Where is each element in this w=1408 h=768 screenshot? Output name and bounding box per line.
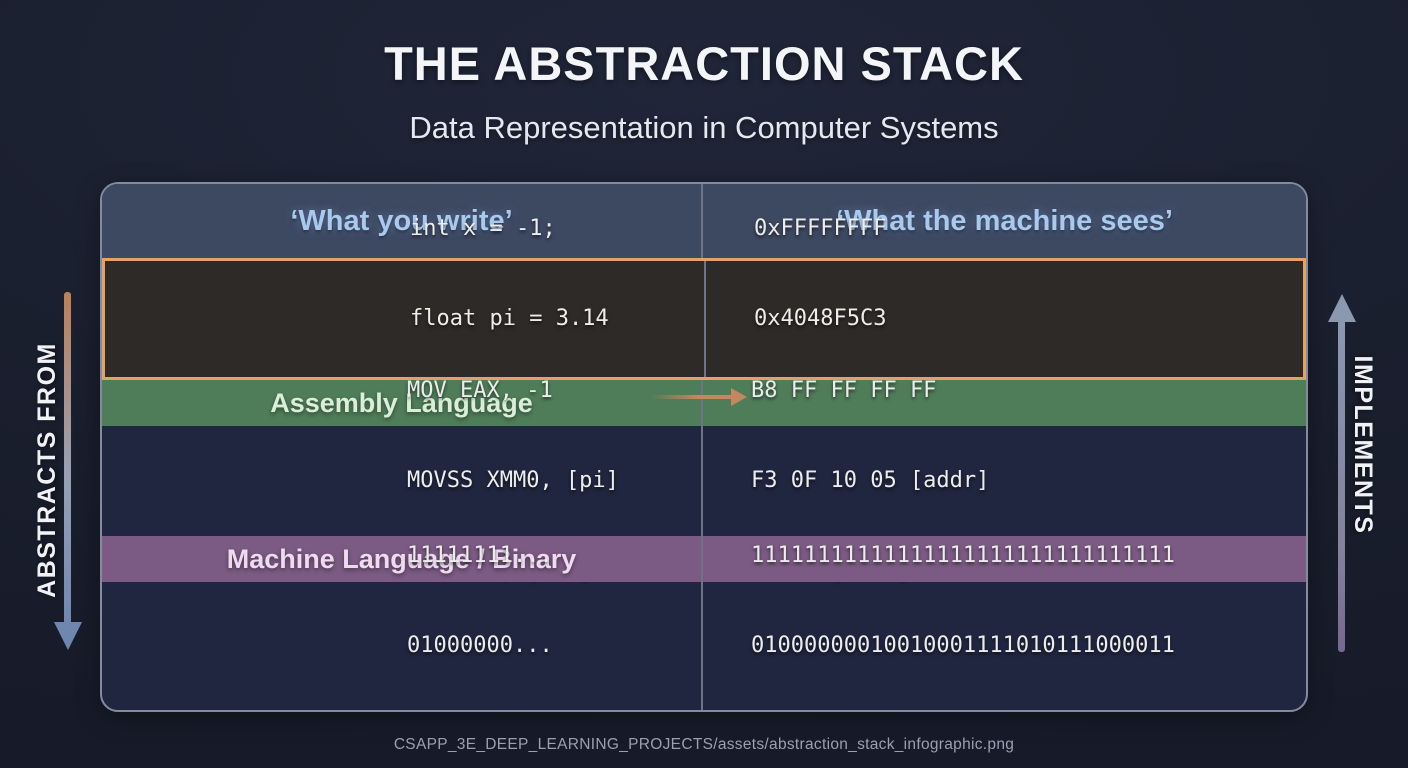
bin-source-cell: 11111111... 01000000... 01001000... xyxy=(102,543,703,710)
abstracts-from-label: ABSTRACTS FROM xyxy=(33,342,61,598)
code-line: float pi = 3.14 xyxy=(410,306,609,331)
code-line: 0xFFFFFFFF xyxy=(754,216,887,241)
row-binary-code: 11111111... 01000000... 01001000... 1111… xyxy=(102,543,1306,710)
code-line: F3 0F 10 05 [addr] xyxy=(751,468,990,493)
file-path-caption: CSAPP_3E_DEEP_LEARNING_PROJECTS/assets/a… xyxy=(393,736,1015,753)
band-assembly-language: Assembly Language xyxy=(102,380,1306,426)
page-title: THE ABSTRACTION STACK xyxy=(384,37,1024,90)
machine-band-label: Machine Language / Binary xyxy=(226,543,577,574)
implements-label: IMPLEMENTS xyxy=(1349,355,1377,535)
bin-machine-cell: 11111111111111111111111111111111 0100000… xyxy=(703,543,1306,710)
assembly-band-label: Assembly Language xyxy=(270,387,533,418)
right-arrow-icon xyxy=(650,395,732,399)
header-cell-what-machine-sees: ‘What the machine sees’ xyxy=(703,184,1306,258)
column-header-right: ‘What the machine sees’ xyxy=(836,204,1173,237)
header-cell-what-you-write: ‘What you write’ xyxy=(102,184,703,258)
code-line: 11111111111111111111111111111111 xyxy=(751,543,1175,568)
page-subtitle: Data Representation in Computer Systems xyxy=(409,110,999,145)
abstraction-table: ‘What you write’ ‘What the machine sees’… xyxy=(100,182,1308,712)
code-line: MOVSS XMM0, [pi] xyxy=(407,468,619,493)
bin-source-code: 11111111... 01000000... 01001000... xyxy=(407,481,553,710)
assembly-band-left-cell: Assembly Language xyxy=(102,380,703,426)
down-arrow-icon xyxy=(64,292,71,624)
band-machine-language: Machine Language / Binary xyxy=(102,536,1306,582)
asm-source-cell: MOV EAX, -1 MOVSS XMM0, [pi] LEA ESI, [s… xyxy=(102,378,703,583)
row-high-level-code: int x = -1; float pi = 3.14 "Hello" 0xFF… xyxy=(102,216,1306,421)
code-line: int x = -1; xyxy=(410,216,556,241)
up-arrow-icon xyxy=(1338,320,1345,652)
machine-band-left-cell: Machine Language / Binary xyxy=(102,536,703,582)
column-header-left: ‘What you write’ xyxy=(290,204,513,237)
code-line: 11111111... xyxy=(407,543,553,568)
table-header-row: ‘What you write’ ‘What the machine sees’ xyxy=(102,184,1306,258)
code-line: 01000000010010001111010111000011 xyxy=(751,633,1175,658)
code-line: 01000000... xyxy=(407,633,553,658)
code-line: 0x4048F5C3 xyxy=(754,306,887,331)
code-line: MOV EAX, -1 xyxy=(407,378,553,403)
bin-machine-code: 11111111111111111111111111111111 0100000… xyxy=(751,481,1281,710)
code-line: B8 FF FF FF FF xyxy=(751,378,937,403)
